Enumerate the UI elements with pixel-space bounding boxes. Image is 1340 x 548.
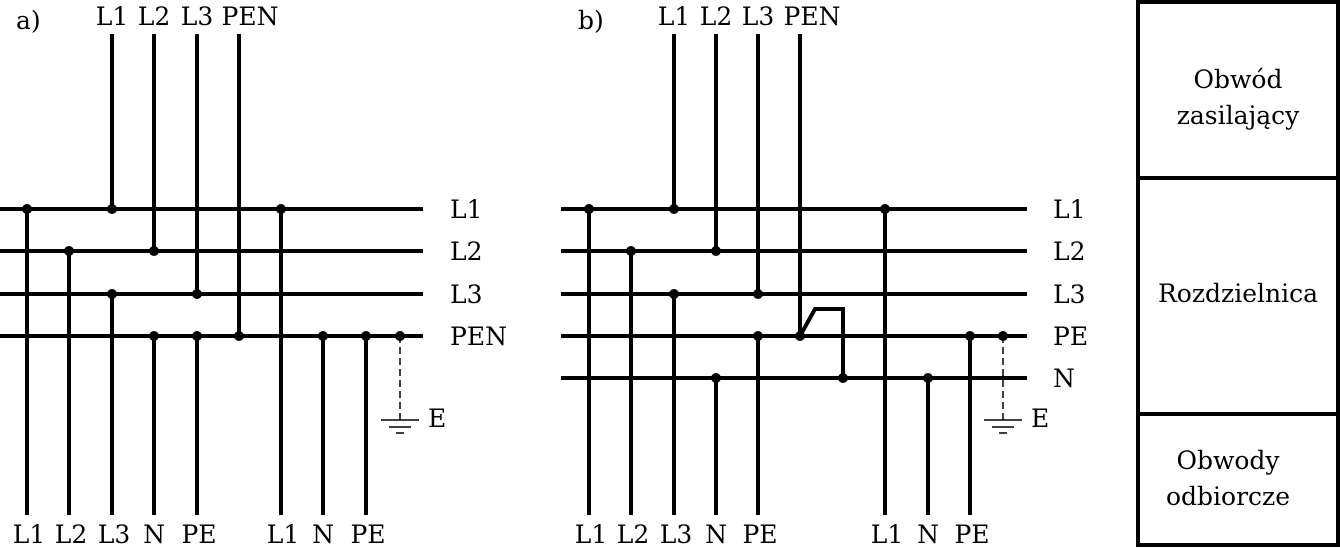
bottom-label: L2: [617, 520, 650, 548]
bus-label: PEN: [450, 322, 507, 351]
bus-label: L3: [1053, 280, 1086, 309]
panel-a-labels: a) L1 L2 L3 PEN L1 L2 L3 PEN E L1 L2 L3 …: [13, 2, 507, 548]
bottom-label: PE: [181, 520, 216, 548]
legend-text: Obwody: [1176, 446, 1280, 475]
bottom-label: L1: [871, 520, 904, 548]
bottom-label: PE: [954, 520, 989, 548]
panel-b-wiring: [561, 34, 1027, 515]
earth-label: E: [428, 404, 446, 433]
top-label: L2: [700, 2, 733, 31]
bottom-label: N: [917, 520, 939, 548]
bus-label: L1: [450, 195, 483, 224]
bottom-label: L1: [267, 520, 300, 548]
top-label: L1: [658, 2, 691, 31]
bus-label: PE: [1053, 322, 1088, 351]
top-label: L3: [181, 2, 214, 31]
earth-label: E: [1031, 404, 1049, 433]
top-label: PEN: [784, 2, 841, 31]
bus-label: N: [1053, 364, 1075, 393]
bottom-label: N: [705, 520, 727, 548]
bottom-label: L1: [13, 520, 46, 548]
bottom-label: N: [312, 520, 334, 548]
earth-icon: [381, 336, 419, 434]
legend-text: zasilający: [1176, 101, 1300, 130]
legend-text: Rozdzielnica: [1157, 279, 1318, 308]
top-label: PEN: [222, 2, 279, 31]
top-label: L3: [742, 2, 775, 31]
top-label: L1: [96, 2, 129, 31]
bus-label: L3: [450, 280, 483, 309]
legend-text: Obwód: [1193, 65, 1283, 94]
panel-b-labels: b) L1 L2 L3 PEN L1 L2 L3 PE N E L1 L2 L3…: [575, 2, 1088, 548]
bottom-label: L3: [660, 520, 693, 548]
junction-dots: [22, 204, 1008, 383]
bottom-label: PE: [742, 520, 777, 548]
top-label: L2: [138, 2, 171, 31]
bus-label: L2: [1053, 237, 1086, 266]
bus-label: L1: [1053, 195, 1086, 224]
bottom-label: L1: [575, 520, 608, 548]
legend-text: odbiorcze: [1165, 482, 1291, 511]
bottom-label: L2: [55, 520, 88, 548]
bottom-label: PE: [350, 520, 385, 548]
panel-a-wiring: [0, 34, 423, 515]
bottom-label: N: [143, 520, 165, 548]
panel-b-tag: b): [578, 6, 604, 35]
legend-switchboard: Rozdzielnica: [1140, 276, 1336, 312]
panel-a-tag: a): [16, 6, 41, 35]
bus-label: L2: [450, 237, 483, 266]
legend-box: [1136, 0, 1340, 547]
legend-supply-circuit: Obwód zasilający: [1140, 62, 1336, 134]
legend-load-circuits: Obwody odbiorcze: [1140, 443, 1316, 515]
bottom-label: L3: [98, 520, 131, 548]
earth-icon: [984, 336, 1022, 434]
